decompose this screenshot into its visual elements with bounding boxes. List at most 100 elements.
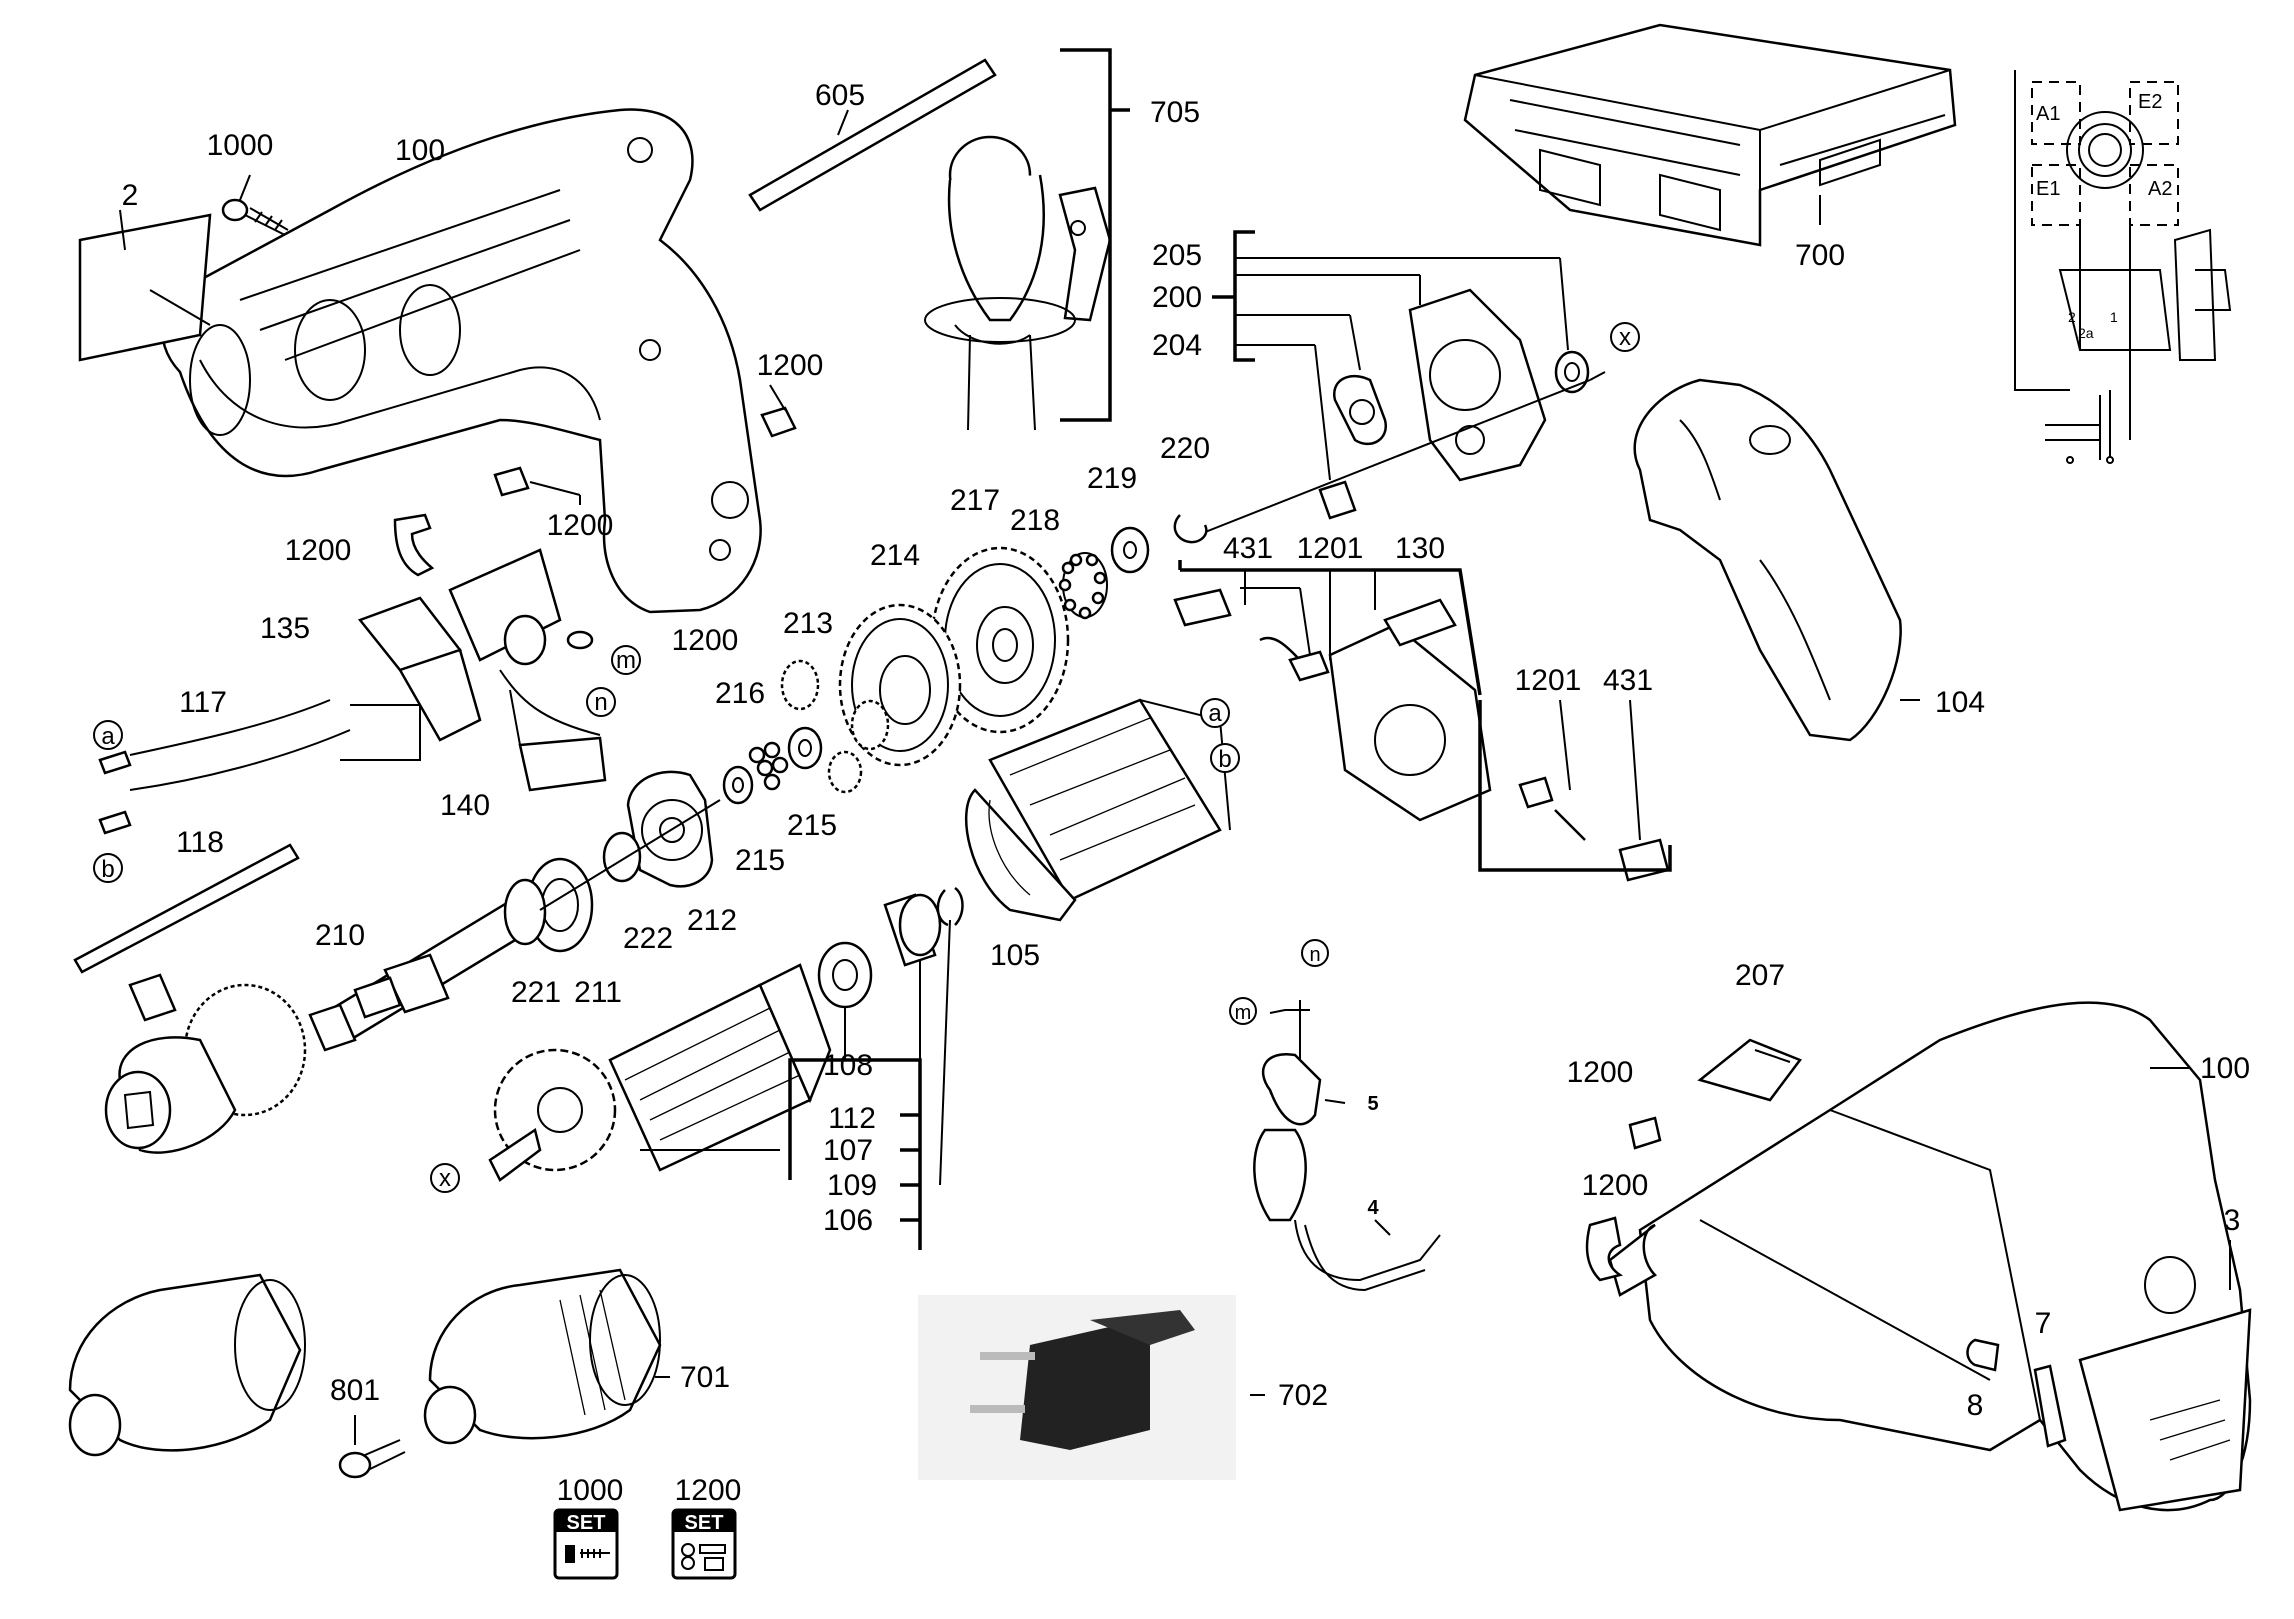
pinion-213 — [780, 659, 890, 794]
callout-n-cable-text: n — [1309, 944, 1320, 966]
pin-1200-b — [493, 466, 581, 505]
part-label-705: 705 — [1150, 96, 1200, 129]
part-label-218: 218 — [1010, 504, 1060, 537]
wiring-terminal-2a: 2a — [2078, 325, 2094, 341]
wiring-diagram: A1 E2 E1 A2 2 2a 1 — [2014, 70, 2232, 464]
balls-216 — [748, 741, 789, 791]
housing-half-left — [161, 108, 762, 614]
callout-b-left: b — [93, 853, 123, 883]
part-label-1200-right-a: 1200 — [1567, 1056, 1634, 1089]
part-label-204: 204 — [1152, 329, 1202, 362]
part-label-219: 219 — [1087, 462, 1137, 495]
shaft-210 — [308, 953, 450, 1052]
part-label-104: 104 — [1935, 686, 1985, 719]
part-label-1201-right: 1201 — [1515, 664, 1582, 697]
screw-1000 — [221, 174, 289, 236]
part-label-207: 207 — [1735, 959, 1785, 992]
callout-x-plate: x — [1610, 322, 1640, 352]
part-label-7: 7 — [2035, 1307, 2052, 1340]
part-label-130: 130 — [1395, 532, 1445, 565]
part-label-214: 214 — [870, 539, 920, 572]
callout-a-right: a — [1200, 698, 1230, 728]
callout-m-switch-text: m — [616, 647, 636, 674]
part-label-212: 212 — [687, 904, 737, 937]
washer-219 — [1110, 526, 1150, 574]
wiring-label-e1: E1 — [2036, 178, 2060, 200]
part-label-1200-pin-b: 1200 — [547, 509, 614, 542]
set-badge-1200-number: 1200 — [675, 1474, 742, 1507]
part-label-431-right: 431 — [1603, 664, 1653, 697]
side-handle-705 — [924, 48, 1130, 431]
part-label-211: 211 — [574, 976, 622, 1009]
bushing-112 — [883, 893, 942, 967]
part-label-605: 605 — [815, 79, 865, 112]
part-label-701: 701 — [680, 1361, 730, 1394]
part-label-1200-switch: 1200 — [672, 624, 739, 657]
washer-215 — [722, 726, 823, 805]
part-label-112: 112 — [828, 1102, 876, 1135]
callout-x-plate-text: x — [1619, 324, 1631, 351]
keyless-chuck-701 — [423, 1268, 670, 1445]
set-badge-1200-label: SET — [685, 1512, 724, 1534]
bearing-balls-218 — [1058, 552, 1108, 620]
callout-b-right-text: b — [1218, 746, 1231, 773]
callout-b-left-text: b — [101, 856, 114, 883]
cables-117-118 — [98, 699, 421, 835]
part-label-2: 2 — [122, 179, 139, 212]
part-label-215-b: 215 — [735, 844, 785, 877]
part-label-220: 220 — [1160, 432, 1210, 465]
part-label-1200-right-b: 1200 — [1582, 1169, 1649, 1202]
part-label-108: 108 — [823, 1049, 873, 1082]
part-label-3: 3 — [2224, 1204, 2241, 1237]
part-label-140: 140 — [440, 789, 490, 822]
screw-801 — [338, 1415, 406, 1479]
part-label-702: 702 — [1278, 1379, 1328, 1412]
part-label-210: 210 — [315, 919, 365, 952]
callout-n-cable: n — [1301, 939, 1329, 967]
clip-1200-c — [393, 513, 435, 577]
callout-n-switch-text: n — [594, 689, 607, 716]
set-badge-1200: SET 1200 — [671, 1474, 742, 1580]
part-label-700: 700 — [1795, 239, 1845, 272]
part-label-100-left: 100 — [395, 134, 445, 167]
callout-n-switch: n — [586, 687, 616, 717]
grip-104 — [1633, 378, 1920, 742]
screw-m — [566, 630, 594, 650]
part-label-217: 217 — [950, 484, 1000, 517]
part-label-215-a: 215 — [787, 809, 837, 842]
part-label-1000: 1000 — [207, 129, 274, 162]
part-label-118: 118 — [176, 826, 224, 859]
callout-a-left: a — [93, 720, 123, 750]
circlip-222 — [602, 831, 642, 883]
part-label-117: 117 — [179, 686, 227, 719]
part-label-5: 5 — [1367, 1093, 1378, 1115]
armature-bracket — [788, 919, 951, 1250]
part-label-216: 216 — [715, 677, 765, 710]
rod-605 — [748, 58, 997, 212]
part-label-107: 107 — [823, 1134, 873, 1167]
pin-1200-a — [760, 384, 797, 438]
part-label-205: 205 — [1152, 239, 1202, 272]
part-label-1201-left: 1201 — [1297, 532, 1364, 565]
part-label-213: 213 — [783, 607, 833, 640]
part-label-801: 801 — [330, 1374, 380, 1407]
part-label-135: 135 — [260, 612, 310, 645]
wiring-terminal-2: 2 — [2068, 309, 2076, 325]
set-badge-1000-number: 1000 — [557, 1474, 624, 1507]
set-badge-1000-label: SET — [567, 1512, 606, 1534]
part-label-8: 8 — [1967, 1389, 1984, 1422]
part-label-221: 221 — [511, 976, 561, 1009]
cable-assembly-4-5 — [1253, 1000, 1441, 1292]
part-label-105: 105 — [990, 939, 1040, 972]
part-label-1200-pin-a: 1200 — [757, 349, 824, 382]
brush-holder-130 — [1173, 560, 1672, 882]
carry-case-700 — [1463, 23, 1957, 247]
keyless-chuck-left — [68, 1273, 306, 1457]
part-label-1200-clip: 1200 — [285, 534, 352, 567]
circlip-220 — [1173, 514, 1208, 544]
switch-135 — [357, 548, 562, 742]
callout-a-left-text: a — [101, 723, 115, 750]
stator-105 — [964, 698, 1231, 922]
part-label-222: 222 — [623, 922, 673, 955]
